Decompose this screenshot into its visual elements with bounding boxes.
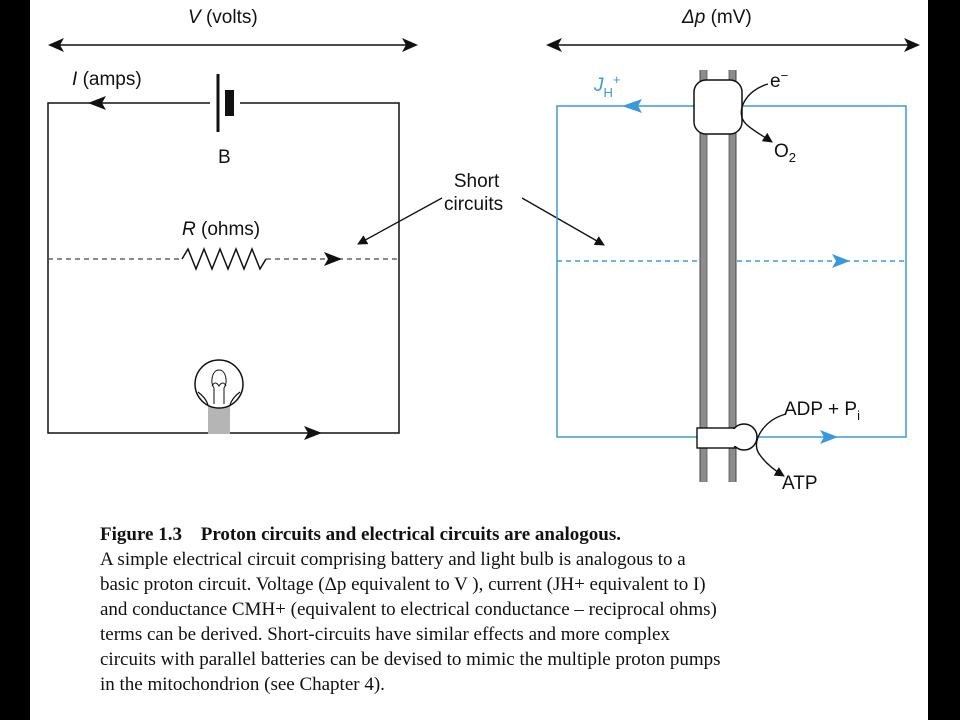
caption-line-5: circuits with parallel batteries can be …: [100, 649, 721, 670]
adp-text: ADP + P: [784, 399, 858, 420]
slide: V (volts) I (amps) B R (ohms) Short circ…: [30, 0, 928, 720]
caption-line-2: basic proton circuit. Voltage (Δp equiva…: [100, 574, 706, 595]
oxygen-label: O2: [774, 141, 796, 164]
current-arrow: [88, 96, 106, 110]
short-circuit-pointers: [357, 197, 605, 246]
atp-synthase: [696, 423, 758, 451]
resistor-branch: [48, 246, 399, 272]
adp-sub: i: [857, 408, 860, 423]
voltage-span-arrow: [48, 38, 418, 52]
electron-label: e−: [770, 69, 788, 92]
battery-label: B: [218, 147, 231, 168]
figure-number: Figure 1.3: [100, 524, 182, 545]
caption-title-line: Figure 1.3 Proton circuits and electrica…: [100, 522, 900, 547]
proton-efflux-arrow: [622, 99, 642, 113]
caption-line-3: and conductance CMH+ (equivalent to elec…: [100, 599, 717, 620]
resistor-unit: (ohms): [201, 219, 261, 240]
bottom-current-arrow: [304, 426, 322, 440]
respiratory-chain-complex: [693, 79, 743, 135]
membrane: [699, 70, 737, 482]
caption-line-4: terms can be derived. Short-circuits hav…: [100, 624, 670, 645]
current-label: I (amps): [72, 70, 142, 89]
resistor-label: R (ohms): [182, 220, 260, 239]
phosphorylation-arrow: [755, 413, 787, 477]
voltage-var: V: [188, 7, 201, 28]
caption-line-1: A simple electrical circuit comprising b…: [100, 549, 686, 570]
electron-flow-arrow: [740, 83, 773, 143]
proton-influx-arrow: [820, 430, 838, 444]
proton-circuit: [546, 38, 920, 482]
oxygen-sub: 2: [788, 150, 797, 165]
short-circuits-line2: circuits: [444, 194, 504, 215]
potential-var: Δp: [682, 7, 706, 28]
short-circuits-label: Short circuits: [444, 170, 503, 216]
atp-label: ATP: [782, 473, 818, 494]
electron-sup: −: [780, 68, 789, 83]
voltage-unit: (volts): [205, 7, 258, 28]
current-var: I: [72, 69, 78, 90]
proton-leak-arrow: [832, 254, 850, 268]
light-bulb: [194, 359, 244, 434]
current-unit: (amps): [82, 69, 142, 90]
voltage-label: V (volts): [188, 8, 258, 27]
electron-text: e: [770, 71, 781, 92]
proton-flux-var: J: [594, 75, 604, 96]
potential-unit: (mV): [710, 7, 752, 28]
resistor-var: R: [182, 219, 196, 240]
electrical-circuit: [47, 38, 418, 440]
potential-span-arrow: [546, 38, 920, 52]
resistor-zigzag: [181, 246, 267, 272]
potential-label: Δp (mV): [682, 8, 752, 27]
figure-title: Proton circuits and electrical circuits …: [200, 524, 621, 545]
proton-flux-label: JH+: [594, 73, 620, 99]
adp-label: ADP + Pi: [784, 399, 860, 422]
resistor-current-arrow: [324, 252, 342, 266]
short-circuits-line1: Short: [453, 171, 500, 192]
oxygen-text: O: [774, 141, 789, 162]
proton-flux-sup: +: [612, 72, 621, 87]
caption-line-6: in the mitochondrion (see Chapter 4).: [100, 674, 385, 695]
circuit-diagram: [47, 38, 920, 482]
figure-caption: Figure 1.3 Proton circuits and electrica…: [100, 522, 900, 697]
battery-symbol: [210, 74, 240, 132]
proton-flux-sub: H: [603, 85, 613, 100]
